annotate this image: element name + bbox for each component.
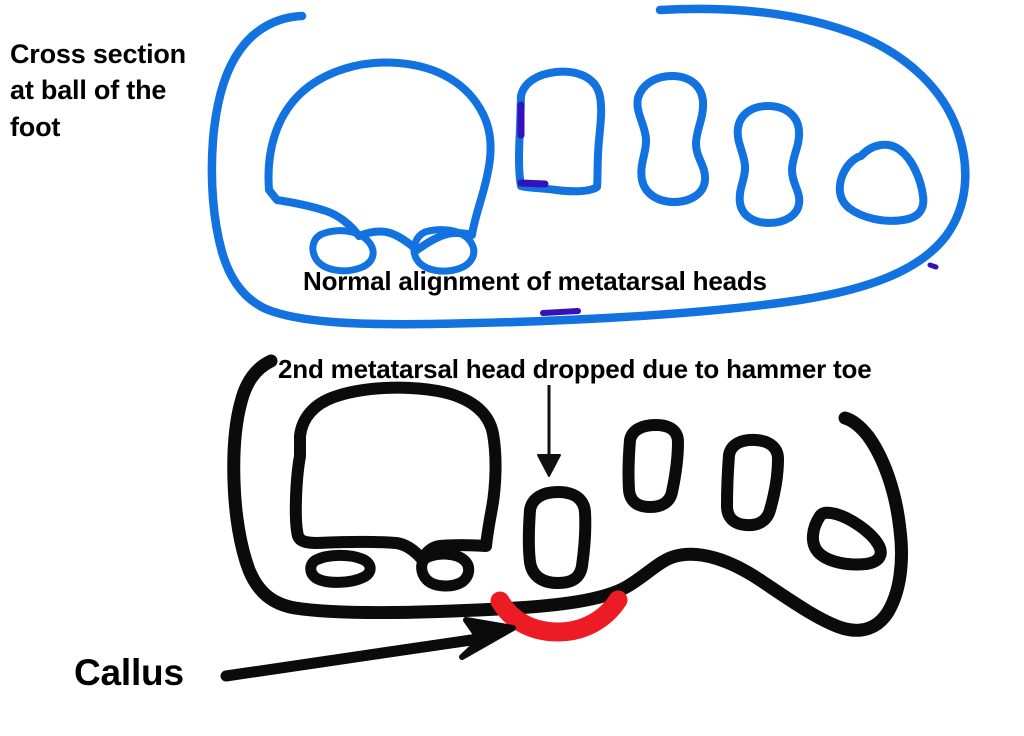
normal-sesamoid-lateral: [410, 226, 478, 275]
abnormal-third-metatarsal-head: [622, 419, 684, 513]
abnormal-foot-figure: [227, 354, 908, 642]
abnormal-fifth-metatarsal-head: [807, 506, 887, 571]
normal-sesamoid-medial: [309, 227, 377, 275]
abnormal-sesamoid-lateral: [416, 548, 475, 592]
abnormal-foot-outline: [227, 354, 908, 637]
normal-second-metatarsal-head: [515, 67, 606, 196]
purple-marker-sole: [540, 308, 581, 316]
normal-fourth-metatarsal-head: [733, 102, 804, 227]
purple-marker-right-rim: [927, 262, 939, 270]
purple-marker-bottom: [517, 179, 549, 188]
abnormal-fourth-metatarsal-head: [721, 433, 784, 532]
callus-region: [490, 590, 628, 642]
callus-arrow-shaft: [220, 633, 484, 682]
label-dropped-metatarsal-head: 2nd metatarsal head dropped due to hamme…: [278, 354, 872, 384]
callus-arrow-head: [459, 617, 516, 660]
label-normal-alignment: Normal alignment of metatarsal heads: [303, 266, 767, 296]
annotation-arrows: [220, 385, 561, 682]
label-cross-section: Cross section at ball of the foot: [10, 39, 186, 142]
drop-arrow-head: [537, 454, 561, 477]
abnormal-sesamoid-medial: [305, 549, 376, 588]
abnormal-first-metatarsal-head: [289, 381, 502, 565]
normal-first-metatarsal-head: [264, 58, 495, 254]
normal-fifth-metatarsal-head: [835, 140, 928, 225]
normal-foot-outline: [207, 4, 970, 329]
abnormal-second-metatarsal-head-dropped: [522, 486, 592, 589]
normal-foot-figure: [207, 4, 970, 329]
normal-third-metatarsal-head: [633, 72, 710, 206]
label-callus: Callus: [74, 652, 184, 693]
